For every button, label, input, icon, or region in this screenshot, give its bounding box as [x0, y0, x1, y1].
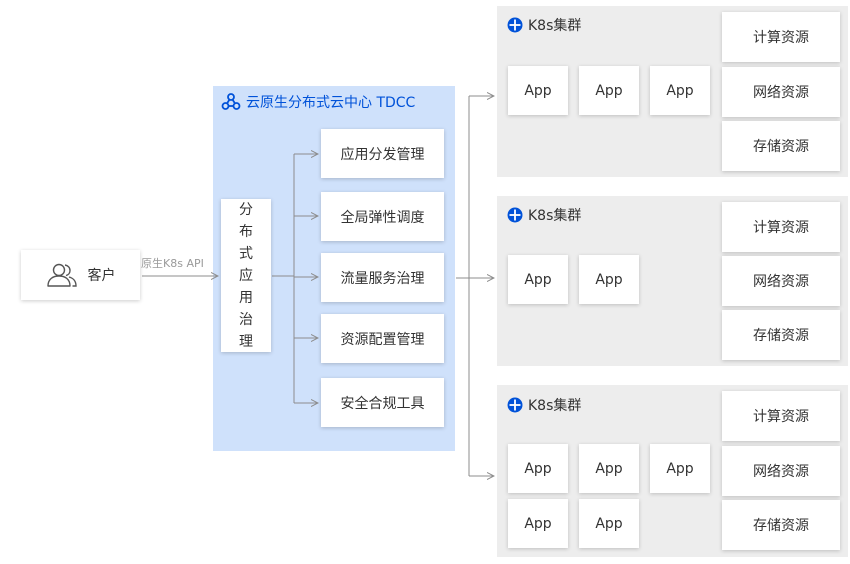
cluster-title: K8s集群 — [507, 15, 581, 35]
k8s-cluster-icon — [507, 17, 523, 33]
service-security-compliance: 安全合规工具 — [321, 378, 444, 427]
cluster-title-text: K8s集群 — [528, 208, 582, 224]
storage-resource-box: 存储资源 — [722, 121, 840, 171]
service-global-elastic-scheduling: 全局弹性调度 — [321, 192, 444, 241]
storage-resource-box: 存储资源 — [722, 500, 840, 550]
cluster-title-text: K8s集群 — [528, 18, 582, 34]
app-box: App — [508, 255, 568, 304]
cluster-title-text: K8s集群 — [528, 398, 582, 414]
network-resource-box: 网络资源 — [722, 67, 840, 117]
service-resource-config: 资源配置管理 — [321, 314, 444, 363]
distributed-app-governance-box: 分 布 式 应 用 治 理 — [221, 199, 271, 352]
vertical-char: 式 — [239, 245, 253, 262]
customer-box: 客户 — [21, 250, 140, 300]
users-icon — [46, 262, 78, 288]
cluster-title: K8s集群 — [507, 395, 581, 415]
network-resource-box: 网络资源 — [722, 446, 840, 496]
app-box: App — [650, 66, 710, 115]
compute-resource-box: 计算资源 — [722, 12, 840, 62]
vertical-char: 治 — [239, 311, 253, 328]
tdcc-logo-icon — [221, 93, 241, 110]
customer-label: 客户 — [87, 268, 116, 284]
tdcc-title: 云原生分布式云中心 TDCC — [221, 92, 415, 112]
cluster-title: K8s集群 — [507, 205, 581, 225]
service-app-distribution: 应用分发管理 — [321, 129, 444, 178]
storage-resource-box: 存储资源 — [722, 310, 840, 360]
app-box: App — [579, 255, 639, 304]
app-box: App — [579, 499, 639, 548]
compute-resource-box: 计算资源 — [722, 202, 840, 252]
service-traffic-governance: 流量服务治理 — [321, 253, 444, 302]
k8s-cluster-icon — [507, 397, 523, 413]
api-label: 原生K8s API — [141, 257, 204, 270]
vertical-char: 布 — [239, 223, 253, 240]
app-box: App — [508, 66, 568, 115]
tdcc-title-text: 云原生分布式云中心 TDCC — [246, 95, 416, 111]
app-box: App — [650, 444, 710, 493]
app-box: App — [579, 444, 639, 493]
vertical-char: 用 — [239, 289, 253, 306]
vertical-char: 应 — [239, 267, 253, 284]
vertical-char: 分 — [239, 201, 253, 218]
app-box: App — [508, 499, 568, 548]
app-box: App — [508, 444, 568, 493]
k8s-cluster-icon — [507, 207, 523, 223]
app-box: App — [579, 66, 639, 115]
network-resource-box: 网络资源 — [722, 256, 840, 306]
compute-resource-box: 计算资源 — [722, 391, 840, 441]
vertical-char: 理 — [239, 333, 253, 350]
